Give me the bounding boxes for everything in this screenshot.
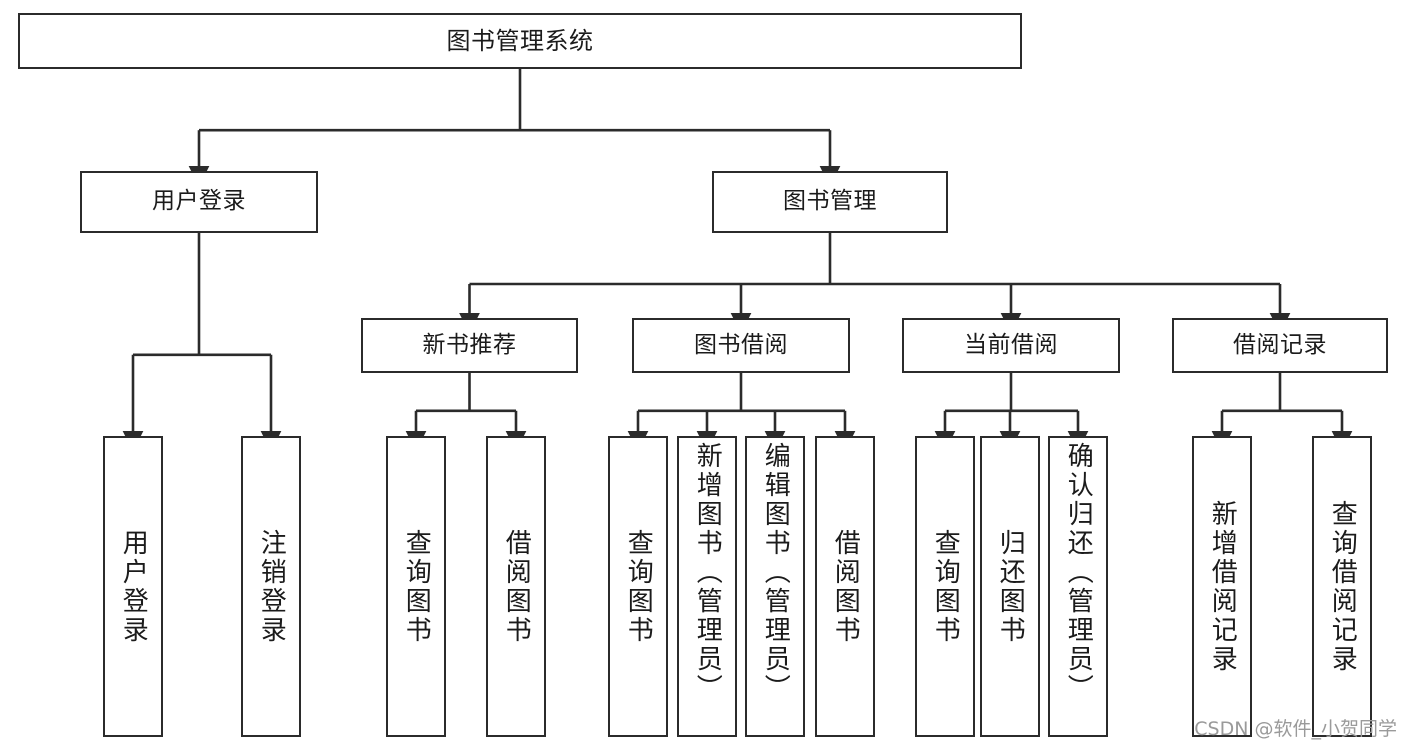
node-label-l-logout: 注销登录: [256, 528, 287, 645]
node-label-borrow: 图书借阅: [694, 331, 788, 358]
node-l-c-return[interactable]: 归还图书: [980, 436, 1040, 737]
node-label-l-c-confirm: 确认归还（管理员）: [1063, 442, 1094, 703]
node-label-l-r-add: 新增借阅记录: [1207, 499, 1238, 674]
node-label-l-login: 用户登录: [118, 528, 149, 645]
node-label-newbook: 新书推荐: [422, 331, 517, 358]
node-l-b-add[interactable]: 新增图书（管理员）: [677, 436, 737, 737]
node-label-l-b-lend: 借阅图书: [830, 528, 861, 645]
node-label-l-nb-borrow: 借阅图书: [501, 528, 532, 645]
node-l-login[interactable]: 用户登录: [103, 436, 163, 737]
node-l-b-lend[interactable]: 借阅图书: [815, 436, 875, 737]
node-label-l-r-query: 查询借阅记录: [1327, 499, 1358, 674]
node-l-r-query[interactable]: 查询借阅记录: [1312, 436, 1372, 737]
node-login[interactable]: 用户登录: [80, 171, 318, 233]
node-newbook[interactable]: 新书推荐: [361, 318, 578, 373]
node-label-l-c-query: 查询图书: [930, 528, 961, 645]
node-l-logout[interactable]: 注销登录: [241, 436, 301, 737]
node-l-nb-borrow[interactable]: 借阅图书: [486, 436, 546, 737]
node-label-l-b-query: 查询图书: [623, 528, 654, 645]
node-l-c-confirm[interactable]: 确认归还（管理员）: [1048, 436, 1108, 737]
node-label-login: 用户登录: [152, 188, 246, 215]
node-l-b-query[interactable]: 查询图书: [608, 436, 668, 737]
node-root[interactable]: 图书管理系统: [18, 13, 1022, 69]
node-records[interactable]: 借阅记录: [1172, 318, 1388, 373]
node-bookmgmt[interactable]: 图书管理: [712, 171, 948, 233]
node-label-records: 借阅记录: [1233, 331, 1327, 358]
node-label-bookmgmt: 图书管理: [783, 188, 877, 215]
watermark-text: CSDN @软件_小贺同学: [1194, 718, 1397, 740]
node-label-current: 当前借阅: [964, 331, 1058, 358]
node-l-c-query[interactable]: 查询图书: [915, 436, 975, 737]
node-l-r-add[interactable]: 新增借阅记录: [1192, 436, 1252, 737]
node-label-l-b-edit: 编辑图书（管理员）: [760, 442, 791, 703]
node-label-l-nb-query: 查询图书: [401, 528, 432, 645]
node-l-b-edit[interactable]: 编辑图书（管理员）: [745, 436, 805, 737]
node-current[interactable]: 当前借阅: [902, 318, 1120, 373]
node-label-l-b-add: 新增图书（管理员）: [692, 442, 723, 703]
node-label-l-c-return: 归还图书: [995, 528, 1026, 645]
node-label-root: 图书管理系统: [446, 26, 594, 55]
node-borrow[interactable]: 图书借阅: [632, 318, 850, 373]
node-l-nb-query[interactable]: 查询图书: [386, 436, 446, 737]
